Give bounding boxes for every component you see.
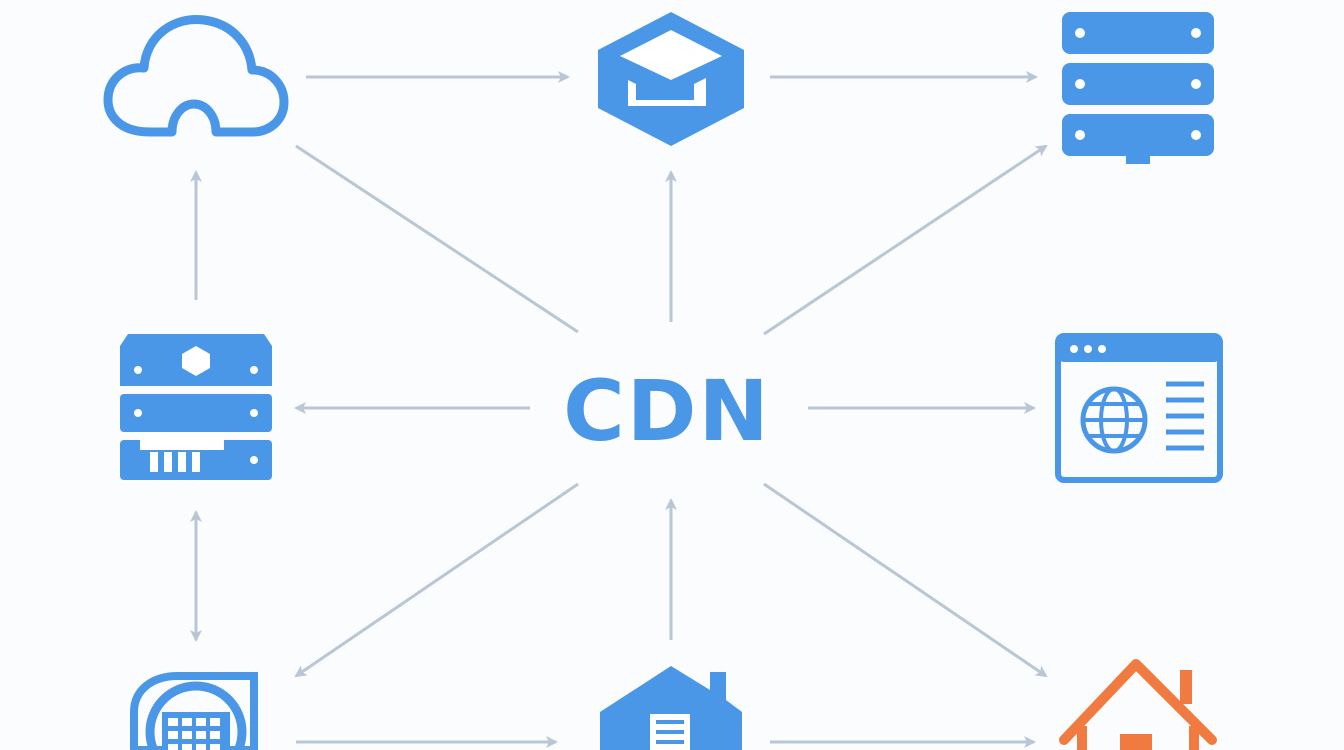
center-label: CDN bbox=[563, 362, 771, 460]
cloud-icon bbox=[103, 15, 289, 137]
keypad-device-icon bbox=[130, 672, 258, 750]
house-icon bbox=[1059, 659, 1217, 750]
server-stack-icon bbox=[1062, 12, 1214, 164]
arrow-center-to-servers bbox=[763, 144, 1048, 336]
rack-server-icon bbox=[120, 334, 272, 480]
house-document-icon bbox=[600, 666, 742, 750]
arrow-center-to-home-orange bbox=[763, 482, 1048, 678]
browser-globe-icon bbox=[1055, 333, 1223, 483]
arrow-center-to-cloud bbox=[295, 144, 579, 334]
connections bbox=[190, 71, 1048, 748]
arrow-center-to-device bbox=[294, 482, 579, 678]
graduation-box-icon bbox=[598, 12, 744, 146]
